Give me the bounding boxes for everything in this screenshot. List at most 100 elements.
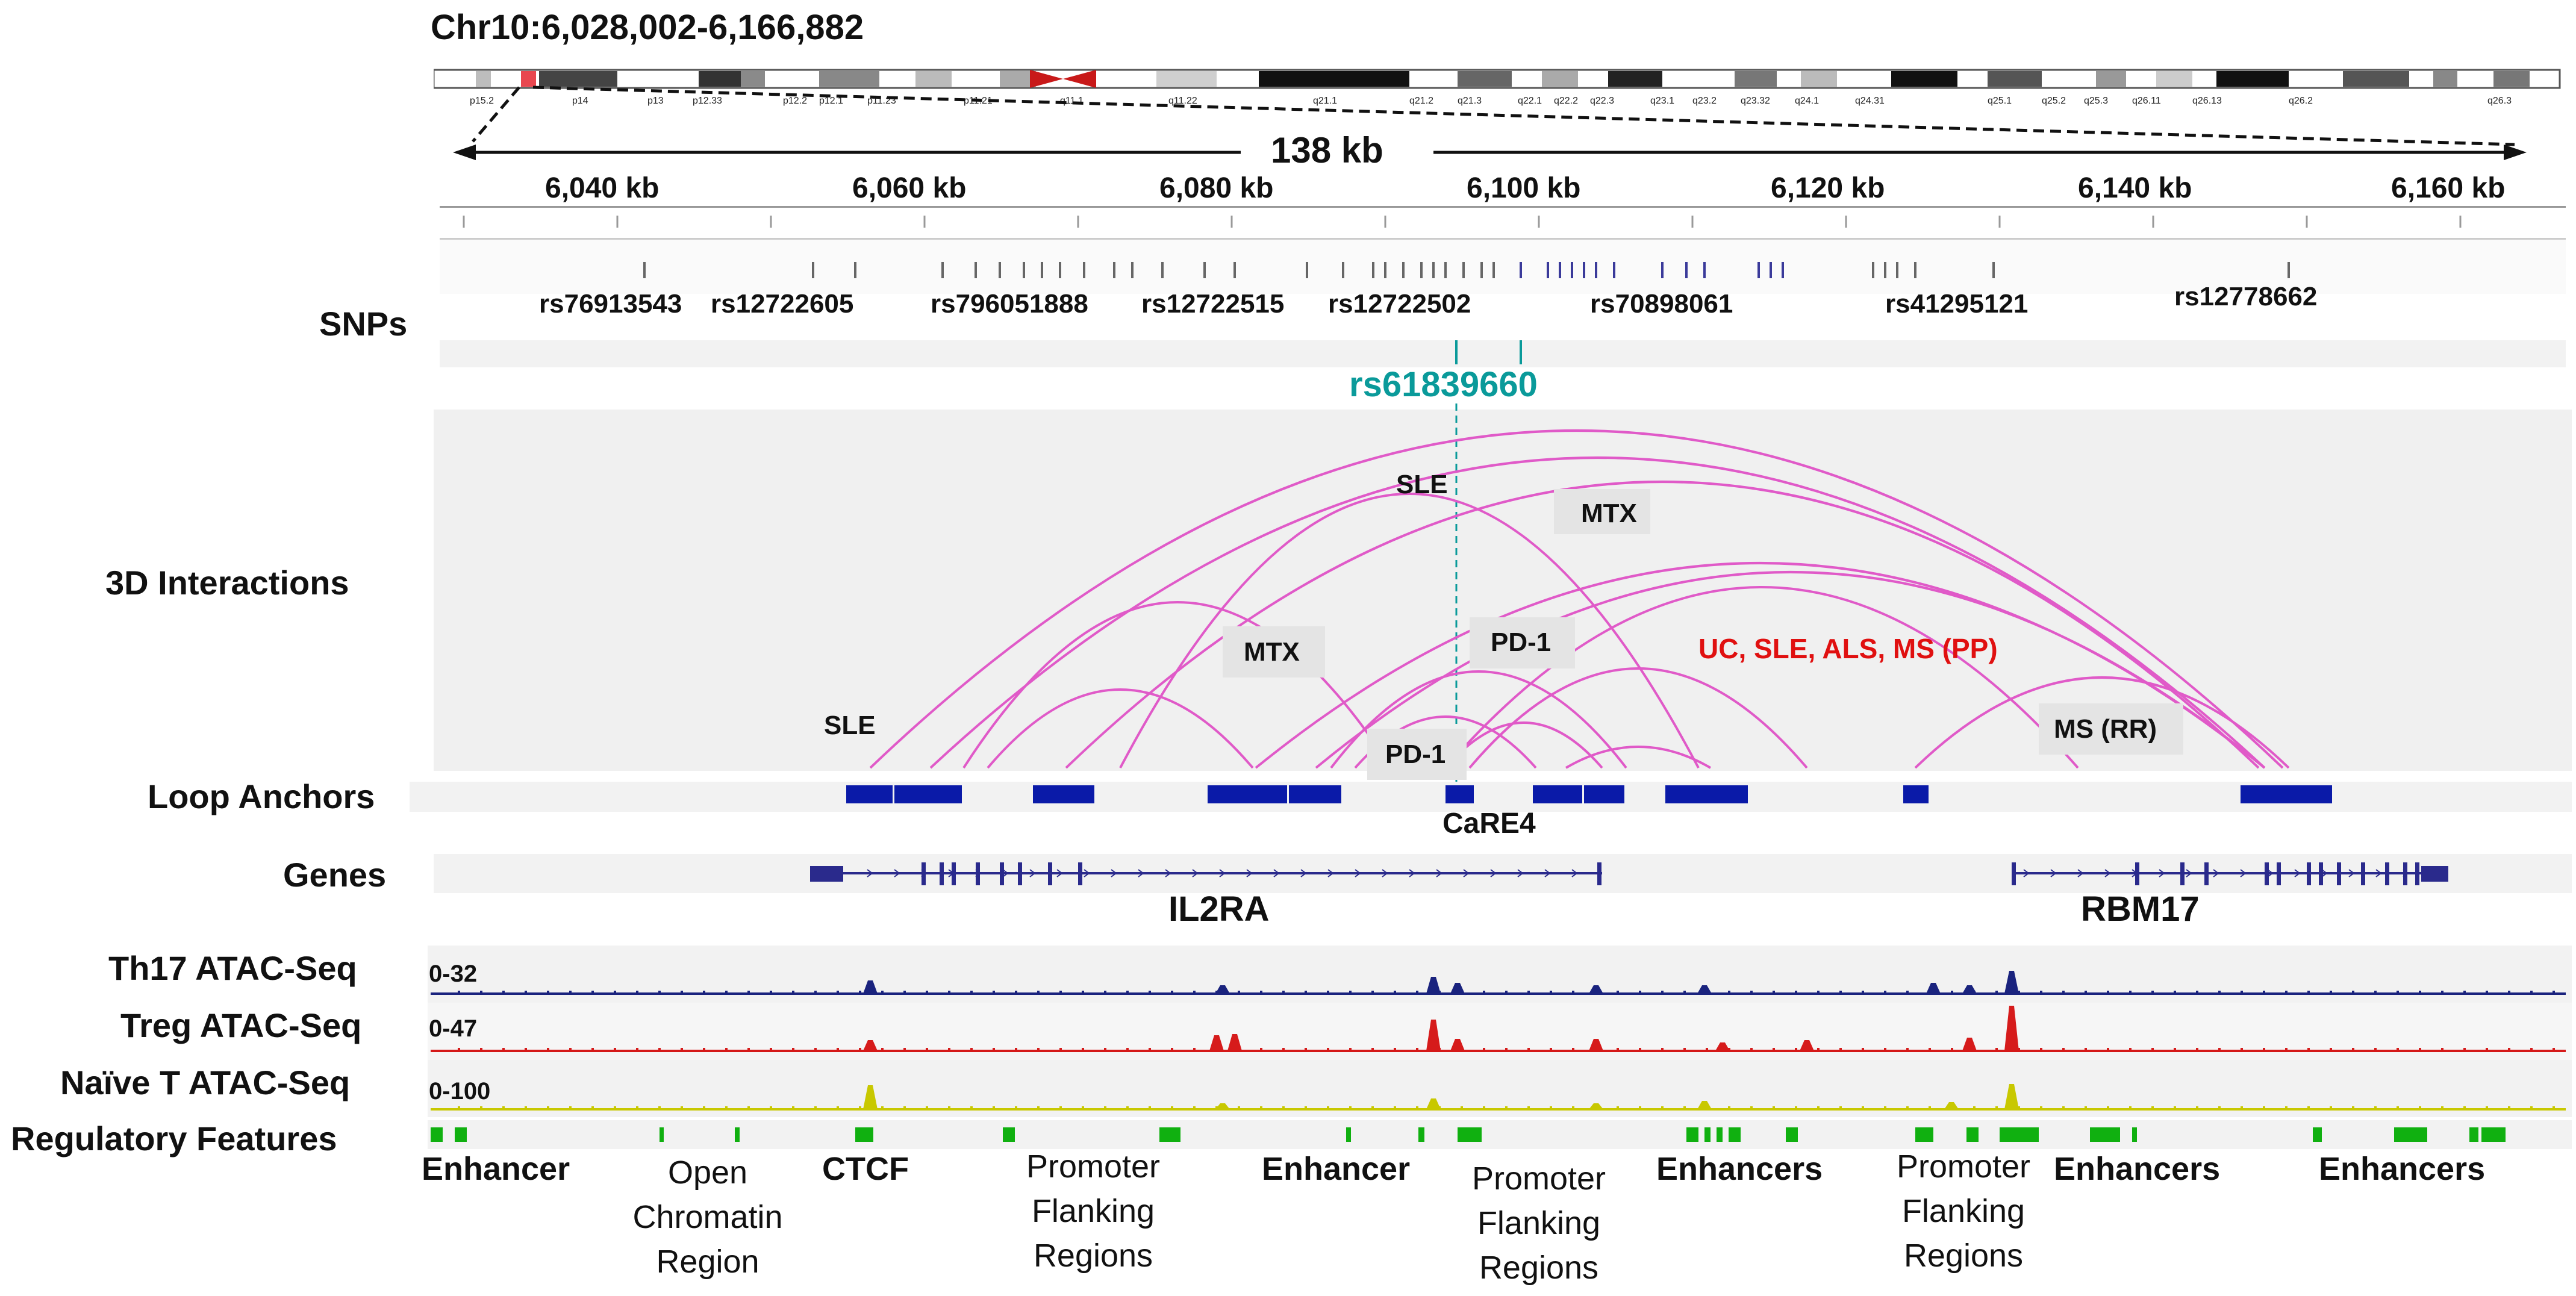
naive-signal-noise [2397,1106,2399,1109]
reg-label-open-chromatin: Open Chromatin Region [620,1150,795,1284]
arc-label-mtx-left-box [1223,626,1325,678]
treg-signal-noise [1527,1048,1530,1051]
th17-signal-noise [1795,991,1797,994]
th17-signal-noise [1550,991,1552,994]
treg-signal-noise [1906,1048,1909,1051]
strand-arrow [1355,869,1361,877]
th17-signal-noise [2397,991,2399,994]
loop-anchor [2241,785,2332,803]
naive-signal-noise [1973,1106,1976,1109]
arc-label-pd1-mid: PD-1 [1491,628,1552,657]
naive-signal-noise [2441,1106,2443,1109]
th17-signal-noise [458,991,460,994]
treg-track-label: Treg ATAC-Seq [120,1006,362,1044]
treg-signal-noise [1438,1048,1441,1051]
rbm17-exon [2337,862,2341,885]
treg-signal-noise [1327,1048,1329,1051]
naive-track-label: Naïve T ATAC-Seq [60,1064,351,1101]
treg-signal-noise [1795,1048,1797,1051]
open-chromatin-line-3: Region [656,1244,759,1280]
naive-signal-noise [614,1106,616,1109]
regulatory-feature [1704,1127,1711,1142]
naive-signal-noise [681,1106,683,1109]
treg-signal-noise [1037,1048,1040,1051]
th17-signal-noise [1995,991,1998,994]
naive-signal-noise [2307,1106,2310,1109]
naive-signal-noise [1438,1106,1441,1109]
treg-signal-noise [525,1048,527,1051]
th17-signal-noise [1773,991,1775,994]
th17-signal-noise [1639,991,1641,994]
th17-signal-noise [2151,991,2154,994]
th17-signal-noise [1906,991,1909,994]
th17-signal-noise [881,991,884,994]
ruler-tick-label: 6,040 kb [545,172,660,204]
th17-signal-noise [1750,991,1753,994]
naive-signal-noise [1104,1106,1106,1109]
th17-signal-noise [903,991,906,994]
strand-arrow [1246,869,1253,877]
regulatory-feature [1458,1127,1482,1142]
naive-signal-noise [2040,1106,2042,1109]
il2ra-exon [1597,862,1601,885]
regulatory-feature [455,1127,467,1142]
naive-signal-noise [502,1106,505,1109]
treg-signal-noise [614,1048,616,1051]
naive-signal-noise [814,1106,817,1109]
strand-arrow [2186,869,2192,877]
naive-signal-noise [703,1106,705,1109]
locus-title: Chr10:6,028,002-6,166,882 [431,8,864,47]
reg-label-promoter-1: Promoter Flanking Regions [1003,1144,1184,1278]
naive-signal-noise [903,1106,906,1109]
arc-label-sle-top: SLE [1396,470,1448,499]
naive-signal-noise [881,1106,884,1109]
loop-anchor [1033,785,1094,803]
strand-arrow [2104,869,2111,877]
th17-signal-noise [2508,991,2510,994]
naive-signal-noise [2330,1106,2332,1109]
treg-signal-noise [703,1048,705,1051]
regulatory-feature [2394,1127,2427,1142]
il2ra-utr [810,866,843,882]
naive-signal-noise [1572,1106,1574,1109]
genes-track-label: Genes [283,856,387,894]
naive-signal-noise [948,1106,950,1109]
promoter-3-line-2: Flanking [1901,1193,2026,1229]
treg-signal-noise [792,1048,794,1051]
naive-signal-noise [658,1106,661,1109]
th17-signal-noise [1594,991,1597,994]
naive-signal-noise [2530,1106,2533,1109]
th17-signal-noise [1327,991,1329,994]
rbm17-exon [2012,862,2016,885]
treg-signal-peak [1962,1038,1977,1051]
th17-signal-noise [614,991,616,994]
treg-signal-peak [1209,1035,1224,1051]
strand-arrow [1409,869,1415,877]
care4-label: CaRE4 [1442,808,1536,840]
treg-signal-noise [1104,1048,1106,1051]
treg-signal-noise [1594,1048,1597,1051]
naive-signal-noise [1059,1106,1062,1109]
treg-signal-noise [814,1048,817,1051]
naive-signal-noise [2263,1106,2265,1109]
loop-anchor [1289,785,1341,803]
strand-arrow [1463,869,1470,877]
treg-signal-noise [926,1048,928,1051]
naive-signal-noise [1773,1106,1775,1109]
treg-signal-noise [1082,1048,1084,1051]
treg-signal-noise [1505,1048,1508,1051]
treg-signal-noise [1884,1048,1886,1051]
th17-signal-noise [1037,991,1040,994]
naive-signal-noise [2062,1106,2065,1109]
th17-signal-noise [970,991,973,994]
th17-signal-noise [1416,991,1418,994]
naive-signal-noise [2085,1106,2087,1109]
naive-signal-noise [1461,1106,1463,1109]
naive-signal-noise [1661,1106,1664,1109]
naive-signal-noise [1483,1106,1485,1109]
reg-label-promoter-2: Promoter Flanking Regions [1449,1156,1629,1290]
treg-signal-noise [2530,1048,2533,1051]
strand-arrow [2294,869,2301,877]
treg-signal-noise [2441,1048,2443,1051]
